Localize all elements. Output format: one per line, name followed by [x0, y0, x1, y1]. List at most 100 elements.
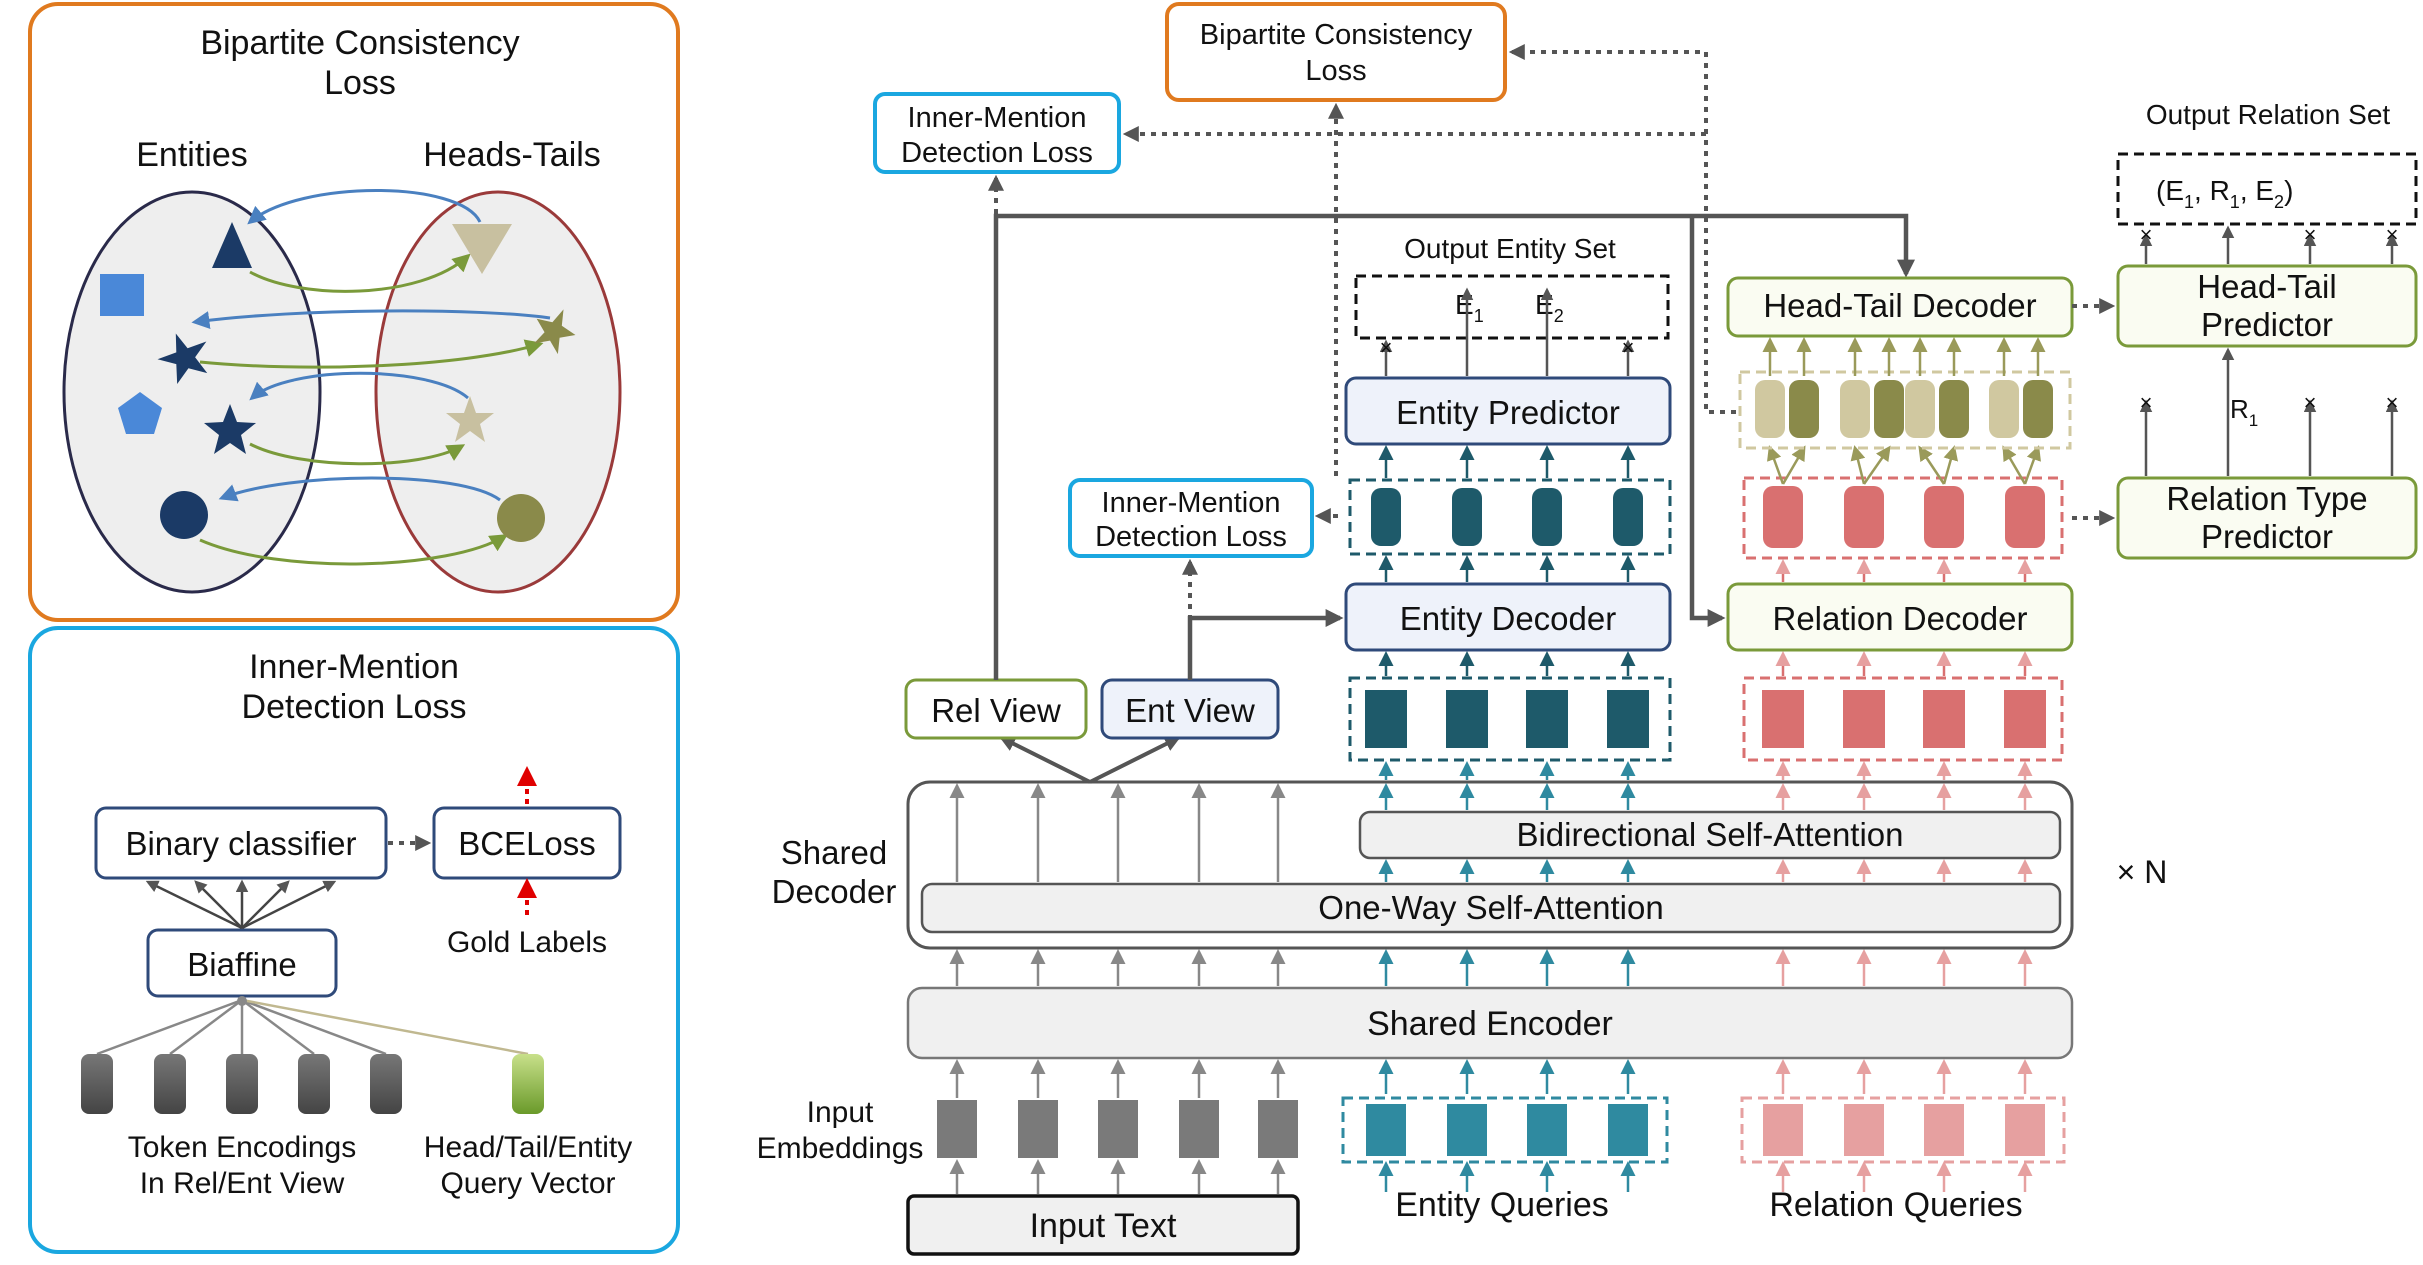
input-embedding-token — [1258, 1100, 1298, 1158]
relation-decoder-input-token — [2004, 690, 2046, 748]
bidirectional-attention-label: Bidirectional Self-Attention — [1516, 816, 1903, 853]
rel-view-routing — [993, 213, 1915, 680]
output-relation-set-box — [2116, 152, 2418, 226]
token-encodings-label-1: Token Encodings — [128, 1131, 357, 1164]
entity-predictor-box — [1344, 376, 1672, 446]
ent-view-label: Ent View — [1125, 692, 1255, 729]
head-tail-fan-arrow — [1862, 445, 1891, 485]
shared-encoder-label: Shared Encoder — [1367, 1005, 1613, 1043]
bipartite-panel-title-2: Loss — [324, 64, 396, 102]
token-encodings-label-2: In Rel/Ent View — [140, 1167, 345, 1200]
input-text-label: Input Text — [1030, 1207, 1177, 1245]
binary-classifier-box — [94, 806, 388, 880]
output-entity-set-label: Output Entity Set — [1404, 233, 1616, 264]
bipartite-panel: Bipartite Consistency Loss Entities Head… — [28, 2, 680, 622]
view-split-arrows — [999, 736, 1181, 784]
output-triple: (E1, R1, E2) — [2156, 175, 2293, 212]
pentagon-entity-icon — [118, 392, 162, 434]
relation-decoder-input-token — [1762, 690, 1804, 748]
main-diagram: Input Text Input Embeddings Entity Queri… — [757, 2, 2418, 1256]
heads-tails-ellipse — [374, 190, 622, 594]
entity-decoder-inputs-group — [1348, 676, 1672, 762]
relation-query-token — [1763, 1104, 1803, 1156]
input-embedding-token — [1098, 1100, 1138, 1158]
input-embeddings-label-2: Embeddings — [757, 1132, 924, 1165]
relation-decoder-outputs-group — [1742, 476, 2064, 560]
token-to-biaffine-lines — [96, 998, 529, 1056]
relation-decoder-input-token — [1923, 690, 1965, 748]
null-cross: × — [1380, 335, 1393, 360]
output-entity-set-box — [1354, 274, 1670, 340]
square-entity-icon — [100, 274, 144, 316]
token-encodings — [81, 1054, 402, 1114]
shared-encoder-box — [906, 986, 2074, 1060]
input-embedding-token — [1179, 1100, 1219, 1158]
token-encoding — [226, 1054, 258, 1114]
relation-queries-label: Relation Queries — [1769, 1186, 2022, 1224]
entity-query-token — [1608, 1104, 1648, 1156]
gold-labels: Gold Labels — [447, 926, 607, 959]
entity-query-tokens — [1366, 1104, 1648, 1156]
entity-decoder-label: Entity Decoder — [1400, 600, 1616, 637]
input-embedding-token — [1018, 1100, 1058, 1158]
null-cross: × — [2140, 390, 2153, 415]
inner-mention-mid-label-2: Detection Loss — [1095, 521, 1287, 553]
blue-links — [191, 189, 551, 502]
tail-token — [1939, 380, 1969, 438]
bidirectional-attention-box — [1358, 810, 2062, 860]
star-entity-icon — [157, 333, 208, 385]
r1-label: R1 — [2230, 394, 2258, 430]
relation-decoder-output-token — [1924, 486, 1964, 548]
bipartite-panel-title-1: Bipartite Consistency — [200, 24, 519, 62]
relation-decoder-box — [1726, 582, 2074, 652]
star-headtail-2-icon — [446, 396, 494, 442]
tail-token — [1789, 380, 1819, 438]
entity-query-token — [1366, 1104, 1406, 1156]
relation-decoder-output-token — [2005, 486, 2045, 548]
entity-decoder-input-token — [1526, 690, 1568, 748]
inner-mention-panel-title-1: Inner-Mention — [249, 648, 459, 686]
entity-predictor-label: Entity Predictor — [1396, 394, 1620, 431]
head-tail-predictor-label-1: Head-Tail — [2197, 268, 2336, 305]
one-way-attention-box — [920, 882, 2062, 934]
relation-query-token — [1844, 1104, 1884, 1156]
null-cross: × — [2386, 390, 2399, 415]
triangle-entity-icon — [212, 222, 252, 268]
head-tail-predictor-box — [2116, 264, 2418, 348]
relation-query-tokens — [1763, 1104, 2045, 1156]
bipartite-top-box — [1165, 2, 1507, 102]
relation-decoder-label: Relation Decoder — [1773, 600, 2028, 637]
entity-queries-group — [1341, 1096, 1669, 1164]
inner-mention-mid-label-1: Inner-Mention — [1102, 487, 1281, 519]
null-cross: × — [2140, 222, 2153, 247]
ent-view-routing — [1187, 609, 1344, 680]
entity-query-token — [1527, 1104, 1567, 1156]
green-links — [199, 253, 544, 566]
relation-queries-group — [1740, 1096, 2066, 1164]
entity-decoder-outputs-group — [1348, 478, 1672, 556]
token-encoding — [81, 1054, 113, 1114]
entity-decoder-output-token — [1452, 488, 1482, 546]
entity-decoder-input-token — [1365, 690, 1407, 748]
head-tail-fan-arrow — [1850, 445, 1866, 485]
tail-token — [2023, 380, 2053, 438]
head-tail-fan-arrow — [2002, 445, 2027, 485]
entity-decoder-output-token — [1532, 488, 1562, 546]
null-cross: × — [2304, 390, 2317, 415]
biaffine-to-classifier-arrows — [145, 879, 337, 930]
head-token — [1840, 380, 1870, 438]
shared-decoder-label-1: Shared — [781, 834, 887, 871]
input-text-box — [906, 1194, 1300, 1256]
inner-mention-top-label-1: Inner-Mention — [908, 102, 1087, 134]
binary-classifier-label: Binary classifier — [125, 825, 356, 862]
head-tail-fan-arrow — [1942, 445, 1959, 485]
input-embedding-token — [937, 1100, 977, 1158]
query-vector — [512, 1054, 544, 1114]
null-cross: × — [1622, 335, 1635, 360]
entity-decoder-input-token — [1446, 690, 1488, 748]
rel-view-label: Rel View — [931, 692, 1061, 729]
entity-decoder-output-token — [1613, 488, 1643, 546]
entity-query-token — [1447, 1104, 1487, 1156]
head-tail-fan-arrow — [1781, 445, 1806, 485]
